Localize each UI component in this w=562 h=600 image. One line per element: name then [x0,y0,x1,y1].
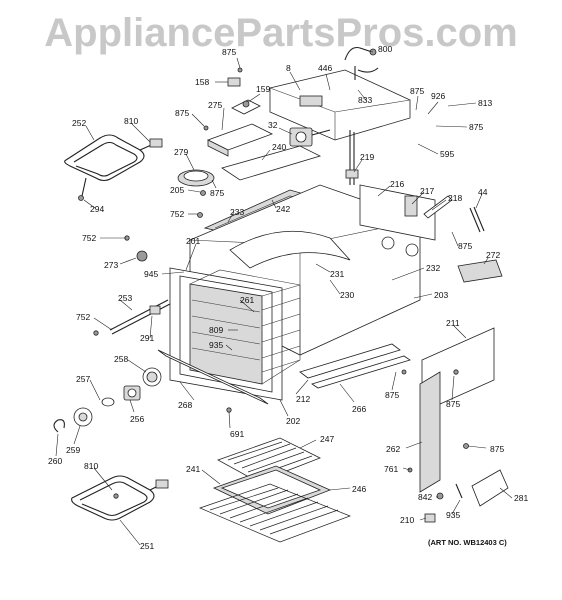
art-number: (ART NO. WB12403 C) [428,538,507,547]
callout-691: 691 [230,429,244,439]
hinge-253 [93,299,171,336]
callout-875: 875 [410,86,424,96]
callout-240: 240 [272,142,286,152]
callout-875: 875 [175,108,189,118]
callout-32: 32 [268,120,278,130]
callout-257: 257 [76,374,90,384]
callout-761: 761 [384,464,398,474]
callout-212: 212 [296,394,310,404]
light-279 [177,169,215,187]
callout-242: 242 [276,204,290,214]
callout-875: 875 [458,241,472,251]
callout-273: 273 [104,260,118,270]
callout-216: 216 [390,179,404,189]
callout-875: 875 [446,399,460,409]
oven-rack-241 [199,483,351,543]
wiring-219 [345,130,359,185]
callout-158: 158 [195,77,209,87]
trim-212-266 [299,343,411,389]
screw-691 [226,407,232,413]
callout-labels: 800 875 8 446 158 159 833 875 926 813 87… [48,44,528,551]
callout-875: 875 [385,390,399,400]
motor-32 [289,127,331,147]
callout-259: 259 [66,445,80,455]
callout-231: 231 [330,269,344,279]
callout-202: 202 [286,416,300,426]
callout-159: 159 [256,84,270,94]
switch-assembly [53,367,162,433]
callout-833: 833 [358,95,372,105]
duct-240 [221,145,322,181]
leader-lines [55,47,513,546]
callout-813: 813 [478,98,492,108]
parts-drawing [53,46,509,543]
label-272 [457,259,503,283]
callout-800: 800 [378,44,392,54]
callout-253: 253 [118,293,132,303]
callout-246: 246 [352,484,366,494]
callout-211: 211 [446,318,460,328]
callout-268: 268 [178,400,192,410]
callout-810: 810 [124,116,138,126]
callout-205: 205 [170,185,184,195]
callout-281: 281 [514,493,528,503]
callout-752: 752 [82,233,96,243]
oven-cavity [169,184,453,401]
broil-element-252 [64,134,163,201]
callout-219: 219 [360,152,374,162]
callout-256: 256 [130,414,144,424]
callout-875: 875 [469,122,483,132]
screws-small [124,190,206,262]
callout-875: 875 [210,188,224,198]
bake-element-251 [71,475,169,521]
callout-251: 251 [140,541,154,551]
callout-241: 241 [186,464,200,474]
callout-272: 272 [486,250,500,260]
callout-752: 752 [76,312,90,322]
callout-230: 230 [340,290,354,300]
callout-446: 446 [318,63,332,73]
callout-595: 595 [440,149,454,159]
callout-266: 266 [352,404,366,414]
callout-842: 842 [418,492,432,502]
side-panel-211 [401,327,495,493]
callout-8: 8 [286,63,291,73]
callout-945: 945 [144,269,158,279]
callout-203: 203 [434,290,448,300]
callout-247: 247 [320,434,334,444]
thermostat-parts [203,67,261,131]
callout-810: 810 [84,461,98,471]
callout-233: 233 [230,207,244,217]
top-vent-assembly [269,46,411,141]
callout-261: 261 [240,295,254,305]
callout-279: 279 [174,147,188,157]
callout-210: 210 [400,515,414,525]
callout-935: 935 [446,510,460,520]
callout-217: 217 [420,186,434,196]
callout-291: 291 [140,333,154,343]
callout-262: 262 [386,444,400,454]
callout-875: 875 [222,47,236,57]
callout-294: 294 [90,204,104,214]
callout-252: 252 [72,118,86,128]
trim-268 [157,349,269,405]
callout-201: 201 [186,236,200,246]
callout-926: 926 [431,91,445,101]
callout-809: 809 [209,325,223,335]
callout-875: 875 [490,444,504,454]
watermark-text: AppliancePartsPros.com [44,11,518,55]
callout-218: 218 [448,193,462,203]
callout-935: 935 [209,340,223,350]
callout-232: 232 [426,263,440,273]
callout-258: 258 [114,354,128,364]
latch-281 [424,469,509,523]
rod-44 [469,206,485,233]
callout-44: 44 [478,187,488,197]
cover-plate-275 [206,123,274,157]
callout-752: 752 [170,209,184,219]
callout-275: 275 [208,100,222,110]
callout-260: 260 [48,456,62,466]
broiler-grid-247 [217,437,321,483]
